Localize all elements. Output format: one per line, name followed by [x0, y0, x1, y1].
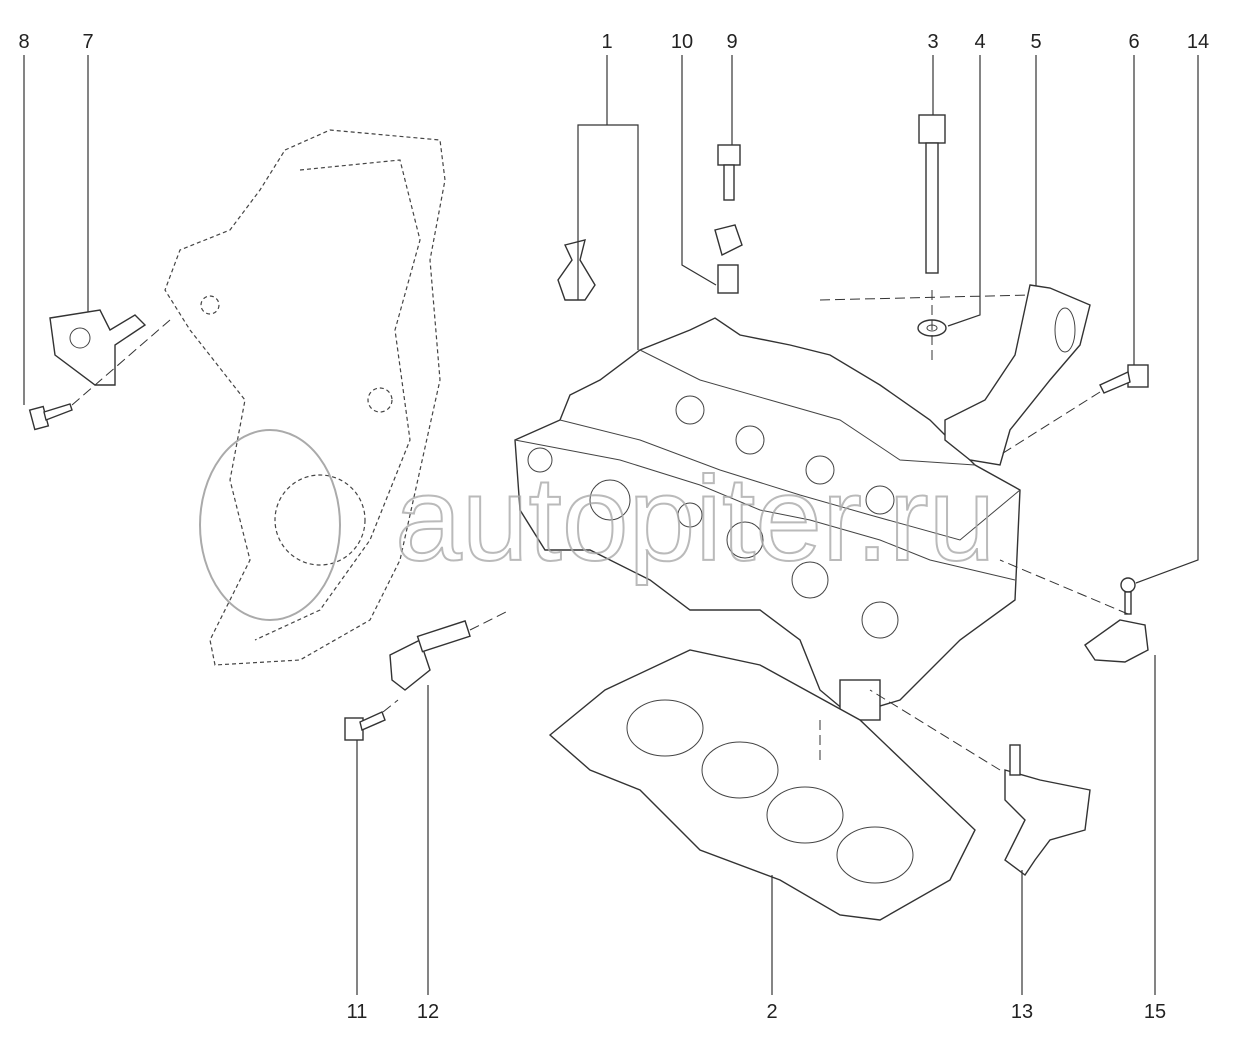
watermark: autopiter.ru: [199, 429, 996, 621]
callout-12: 12: [417, 1001, 439, 1023]
timing-cover-outline: [164, 129, 446, 666]
callout-8: 8: [18, 31, 29, 53]
bolt-part-9: [717, 144, 741, 201]
callout-labels: 8 7 1 10 9 3 4 5 6 14 11 12 2 13 15: [18, 31, 1209, 1023]
callout-11: 11: [347, 1001, 368, 1023]
head-gasket-part-2: [548, 649, 976, 921]
bracket-part-15: [1084, 619, 1149, 663]
callout-15: 15: [1144, 1001, 1166, 1023]
sensor-part-12: [389, 620, 471, 691]
rocker-part-10: [714, 224, 743, 294]
leader-lines: [23, 55, 1199, 995]
plug-part: [557, 239, 596, 301]
callout-5: 5: [1030, 31, 1041, 53]
callout-2: 2: [766, 1001, 777, 1023]
watermark-text: autopiter.ru: [395, 452, 995, 586]
callout-6: 6: [1128, 31, 1139, 53]
callout-10: 10: [671, 31, 693, 53]
sensor-part-13: [1004, 744, 1091, 877]
callout-4: 4: [974, 31, 985, 53]
callout-13: 13: [1011, 1001, 1033, 1023]
bracket-part-5: [944, 284, 1091, 466]
bolt-part-14: [1120, 577, 1136, 615]
callout-3: 3: [927, 31, 938, 53]
bolt-part-11: [344, 711, 386, 741]
callout-9: 9: [726, 31, 737, 53]
callout-7: 7: [82, 31, 93, 53]
head-bolt-part-3: [918, 114, 946, 274]
callout-14: 14: [1187, 31, 1209, 53]
bolt-part-8: [28, 403, 73, 431]
bolt-part-6: [1099, 364, 1149, 394]
bracket-part-7: [49, 309, 147, 386]
callout-1: 1: [601, 31, 612, 53]
cylinder-head-part-1: [514, 317, 1021, 721]
